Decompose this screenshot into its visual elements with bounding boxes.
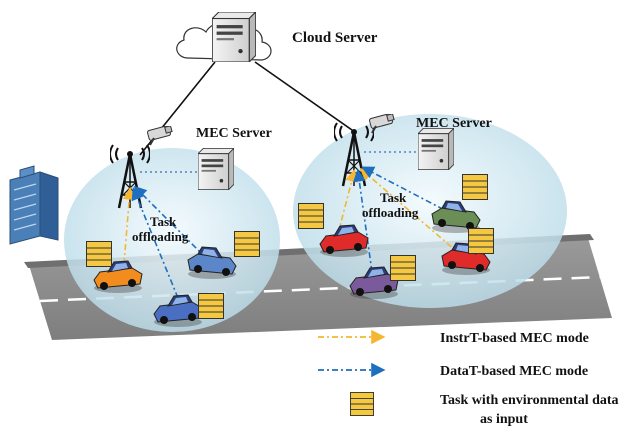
legend-datat-label: DataT-based MEC mode (440, 364, 588, 379)
task-block-red-car-right (468, 228, 494, 254)
instrt-offload-left (122, 186, 136, 265)
task-offloading-left-label: Task offloading (132, 214, 189, 244)
task-block-blue-car (234, 231, 260, 257)
task-offloading-right-label: Task offloading (362, 190, 419, 220)
vehicle-purple-right (349, 266, 399, 299)
vehicle-red-right (319, 224, 369, 257)
instrt-offload-right-b (359, 167, 463, 257)
task-block-red-car (298, 203, 324, 229)
task-block-mec-right (462, 174, 488, 200)
cloud-server-icon (212, 12, 256, 62)
legend-task-label: Task with environmental data as input (440, 393, 622, 427)
mec-server-right-icon (418, 128, 454, 170)
legend-task-icon (350, 392, 374, 416)
building-icon (9, 165, 59, 245)
vehicle-blue-left (187, 246, 237, 279)
task-block-blue-car-bottom (198, 293, 224, 319)
legend: InstrT-based MEC mode DataT-based MEC mo… (318, 329, 622, 427)
datat-offload-left-a (131, 187, 179, 299)
camera-left-icon (146, 126, 174, 146)
mec-server-left-label: MEC Server (196, 126, 272, 141)
datat-offload-left-b (133, 185, 207, 259)
vehicle-orange-left (93, 260, 143, 293)
task-block-orange-car (86, 241, 112, 267)
cloud-server-label: Cloud Server (292, 30, 378, 46)
coverage-area-right (293, 114, 567, 308)
datat-offload-right-b (361, 166, 457, 217)
link-cloud-right (254, 61, 353, 131)
mec-server-right-label: MEC Server (416, 116, 492, 131)
task-block-purple-car (390, 255, 416, 281)
mec-server-left-icon (198, 148, 234, 190)
legend-instrt-label: InstrT-based MEC mode (440, 331, 589, 346)
datat-offload-right-a (352, 168, 373, 273)
instrt-offload-right-a (337, 168, 358, 235)
